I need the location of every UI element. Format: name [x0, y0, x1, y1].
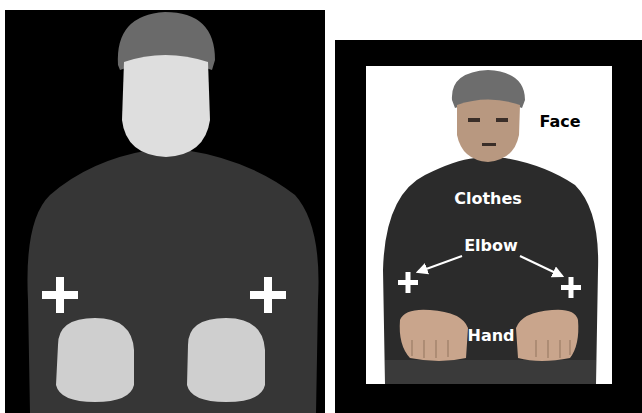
face-region: [122, 55, 210, 157]
part-label: Face: [539, 114, 580, 130]
elbow-cross: [561, 277, 581, 298]
leader-arrow: [520, 256, 562, 276]
map-ground: [5, 10, 325, 413]
clothes-photo: [383, 158, 598, 384]
face-features: [468, 118, 508, 146]
elbow-cross: [250, 277, 286, 313]
lap: [385, 360, 596, 384]
clothes-region: [27, 150, 318, 413]
photo-frame: [335, 40, 642, 413]
leader-arrow: [418, 256, 462, 272]
hand-region: [187, 318, 265, 402]
part-label: Elbow: [464, 238, 518, 254]
face-photo: [457, 100, 520, 163]
elbow-cross: [398, 272, 418, 293]
part-label: Clothes: [454, 191, 522, 207]
part-label: Hand: [467, 328, 514, 344]
hand-photo: [516, 310, 578, 361]
elbow-cross: [42, 277, 78, 313]
hand-region: [56, 318, 134, 402]
hand-photo: [400, 310, 468, 361]
photo-ground: [366, 66, 612, 384]
